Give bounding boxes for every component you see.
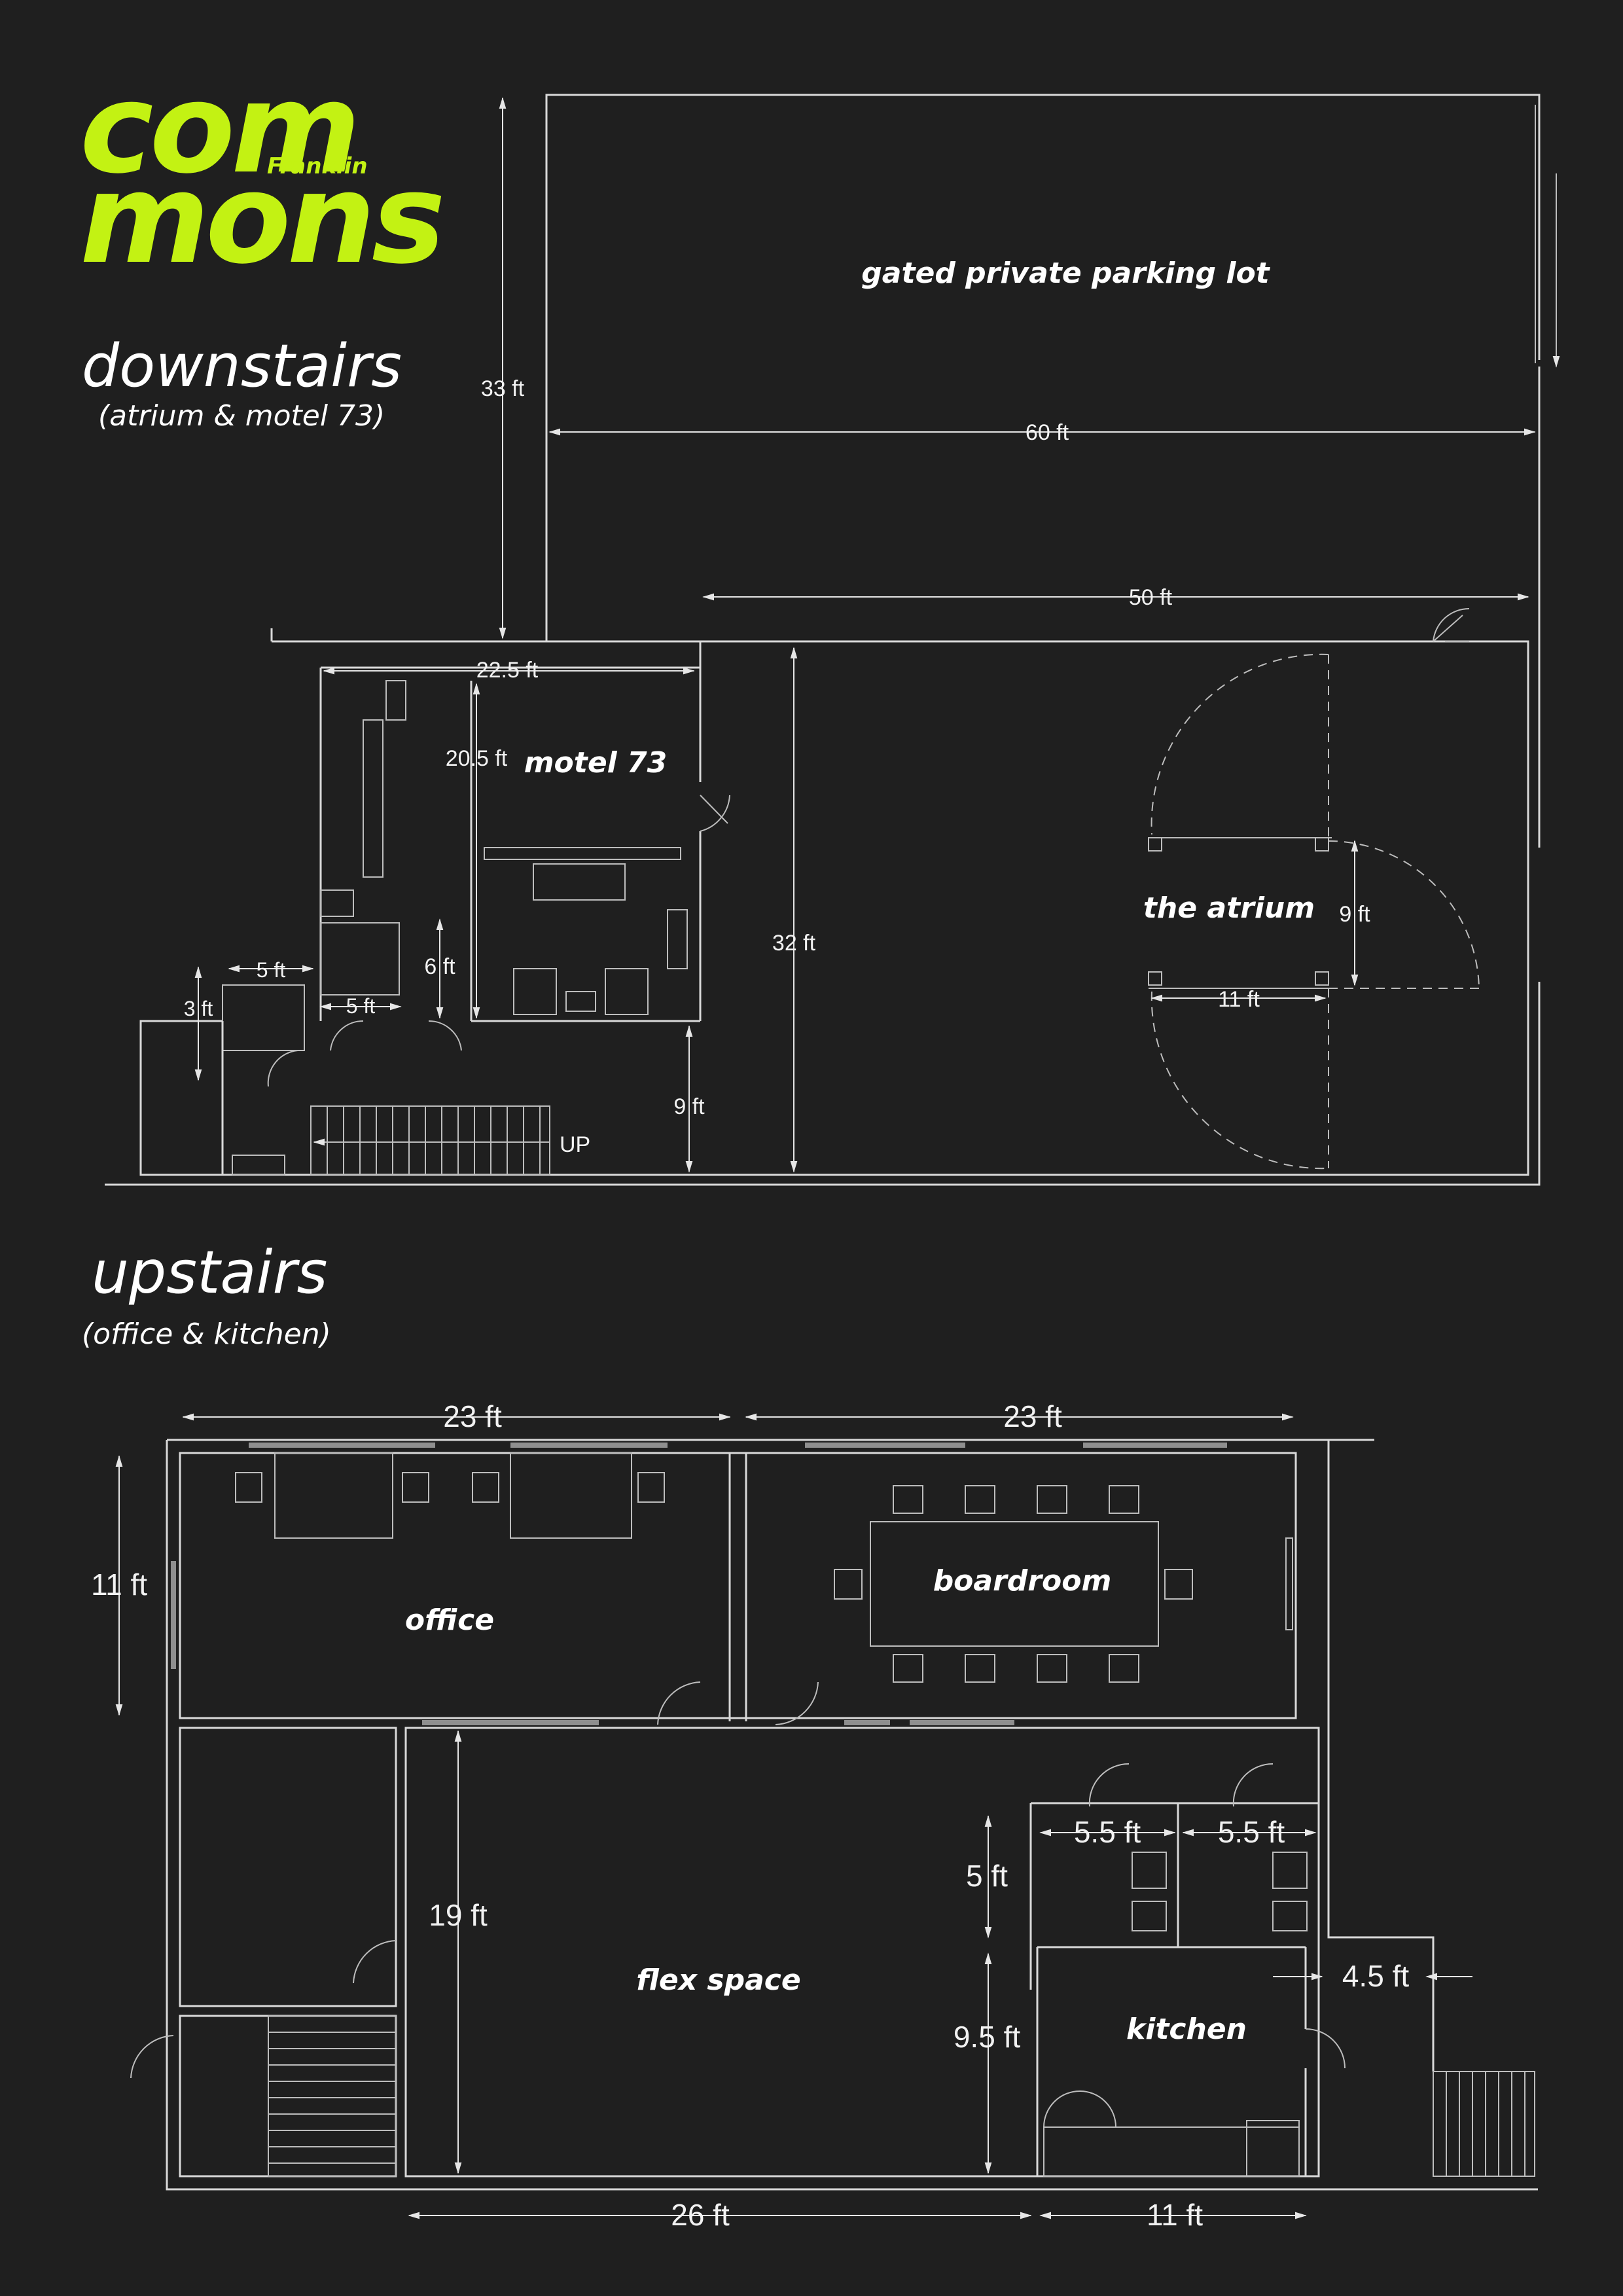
kitchen-counter [1043, 2126, 1300, 2177]
dim-motel-height: 20.5 ft [446, 746, 508, 771]
office-chairs [235, 1472, 665, 1503]
stairs-down [310, 1105, 550, 1175]
sofa [533, 863, 626, 901]
upstairs-subtitle: (office & kitchen) [82, 1318, 331, 1351]
kitchen-stove [1246, 2120, 1300, 2177]
building-outline [139, 628, 1529, 1176]
armchair-right [605, 968, 649, 1015]
tv-unit [667, 909, 688, 969]
dim-parking-width: 60 ft [1026, 420, 1069, 445]
storage-door-swing [353, 1940, 397, 1984]
dim-hall-height: 6 ft [424, 954, 455, 979]
boardroom-door-swing [775, 1681, 819, 1725]
office-door-swing [657, 1681, 701, 1725]
closet [363, 719, 383, 878]
west-cabinet [232, 1155, 285, 1175]
dim-bath-width-a: 5 ft [257, 958, 286, 982]
office-boardroom-block [179, 1452, 1297, 1719]
dim-parking-height: 33 ft [481, 376, 525, 401]
dim-bath-width-b: 5 ft [346, 994, 376, 1018]
bath-sink-a [1132, 1852, 1167, 1889]
small-bath-door [267, 1050, 298, 1087]
stairs-up-label: UP [560, 1132, 590, 1157]
east-wall [105, 367, 1541, 1186]
room-label-boardroom: boardroom [933, 1564, 1112, 1598]
stairs-upper [268, 2015, 1535, 2177]
north-door-swing [1433, 607, 1470, 642]
dim-office-height: 11 ft [91, 1568, 147, 1602]
room-label-kitchen: kitchen [1126, 2013, 1247, 2046]
room-label-motel: motel 73 [524, 746, 668, 780]
boardroom-table [870, 1521, 1159, 1647]
corridor-door-1 [330, 1020, 364, 1051]
motel-door-leaf [700, 795, 728, 824]
dim-flex-height: 19 ft [429, 1898, 488, 1932]
bath-sink-b [1272, 1852, 1308, 1889]
stair-door-swing [130, 2035, 174, 2079]
dim-flex-width: 26 ft [671, 2198, 730, 2232]
bathroom-motel [320, 922, 400, 996]
sink [320, 889, 354, 917]
corridor-door-2 [428, 1020, 462, 1051]
flex-space-walls [404, 1727, 1320, 2178]
dim-atrium-inner-height: 9 ft [1339, 902, 1370, 927]
bath-door-b [1232, 1763, 1274, 1807]
parking-lot-boundary [545, 94, 1541, 641]
upstairs-outline [166, 1439, 1538, 2191]
dim-motel-width: 22.5 ft [476, 658, 539, 683]
dim-building-depth: 32 ft [772, 931, 816, 956]
dim-hall-width: 4.5 ft [1342, 1959, 1410, 1993]
dim-kitchen-height: 9.5 ft [954, 2020, 1021, 2054]
boardroom-chairs [834, 1485, 1193, 1683]
media-console [484, 847, 681, 860]
room-label-parking: gated private parking lot [861, 257, 1270, 290]
kitchen-walls [1036, 1947, 1307, 2176]
dim-entry-height: 9 ft [673, 1094, 705, 1119]
dim-bath-height: 5 ft [966, 1859, 1008, 1893]
room-label-office: office [405, 1604, 494, 1637]
pantry-doors [1043, 2090, 1116, 2128]
desk-1 [274, 1452, 393, 1539]
atrium-doors [1148, 653, 1480, 1170]
room-label-flex: flex space [636, 1964, 800, 1997]
dim-atrium-width: 50 ft [1129, 585, 1173, 610]
dim-bath-b-width: 5.5 ft [1218, 1815, 1285, 1849]
upstairs-plan: office boardroom flex space kitchen 23 f… [91, 1399, 1538, 2232]
logo-script: Franklin [267, 153, 368, 179]
downstairs-subtitle: (atrium & motel 73) [98, 399, 385, 433]
dim-office-width: 23 ft [443, 1399, 502, 1433]
storage-room [179, 1727, 397, 2007]
room-label-atrium: the atrium [1143, 891, 1315, 925]
desk-2 [510, 1452, 632, 1539]
logo: com mons Franklin [80, 56, 446, 291]
bathroom-walls [1029, 1802, 1319, 1990]
closet-top [385, 680, 406, 721]
bath-door-a [1088, 1763, 1130, 1807]
dim-bath-a-width: 5.5 ft [1074, 1815, 1141, 1849]
dim-boardroom-width: 23 ft [1003, 1399, 1062, 1433]
logo-line-2: mons [80, 147, 442, 291]
boardroom-screen [1285, 1537, 1293, 1630]
stair-room [179, 2015, 397, 2178]
side-table [565, 991, 596, 1012]
dim-bath-height: 3 ft [184, 997, 213, 1020]
downstairs-plan: UP gated private parking lot motel 73 th… [105, 94, 1560, 1186]
armchair-left [513, 968, 557, 1015]
dim-atrium-inner-width: 11 ft [1218, 987, 1260, 1012]
small-bath [222, 984, 305, 1051]
toilet-b [1272, 1901, 1308, 1931]
motel-door-swing [700, 795, 730, 832]
toilet-a [1132, 1901, 1167, 1931]
logo-line-1: com [80, 56, 357, 201]
downstairs-title: downstairs [82, 332, 402, 401]
kitchen-door-swing [1305, 2028, 1346, 2069]
upstairs-title: upstairs [92, 1238, 327, 1307]
north-door-leaf [1433, 615, 1463, 642]
dim-kitchen-width: 11 ft [1147, 2198, 1203, 2232]
